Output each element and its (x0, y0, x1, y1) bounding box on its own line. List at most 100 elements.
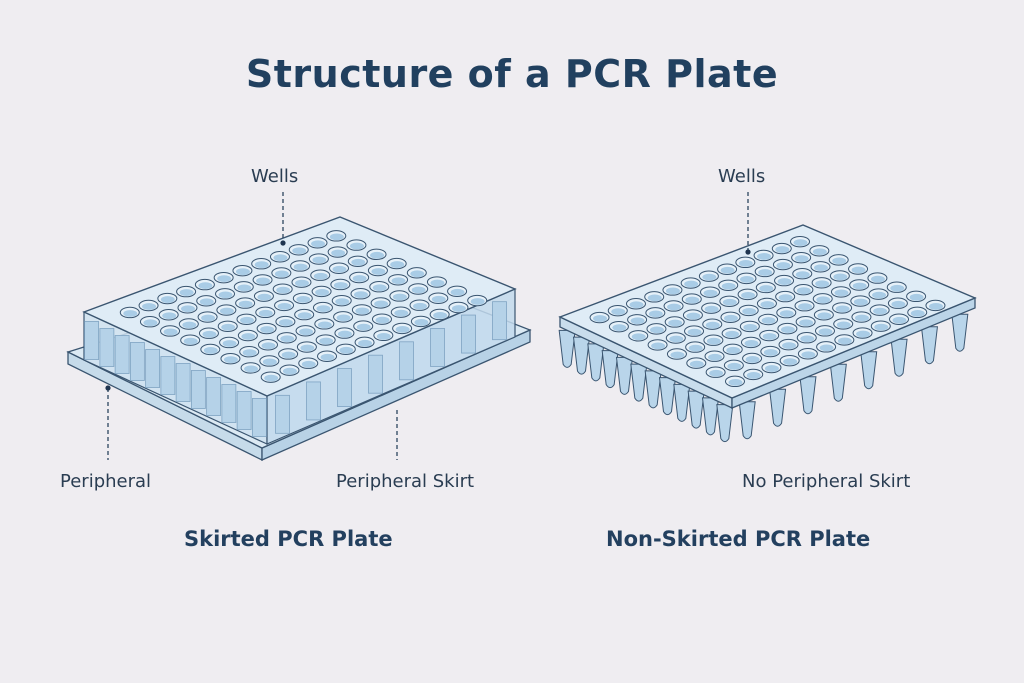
well-interior (333, 282, 348, 289)
skirted-plate-illustration (66, 216, 532, 462)
well-interior (800, 335, 815, 343)
well-interior (282, 367, 297, 375)
well-interior (630, 317, 645, 325)
well-interior (746, 372, 761, 379)
well-interior (686, 312, 701, 320)
well-tube (461, 314, 476, 354)
well-interior (352, 275, 367, 282)
well-interior (688, 344, 703, 352)
well-interior (238, 300, 253, 308)
well-interior (294, 279, 309, 287)
well-interior (223, 356, 238, 364)
wells-leader-dot-right (745, 249, 751, 255)
well-interior (799, 319, 814, 327)
well-interior (336, 314, 351, 322)
well-interior (351, 258, 366, 266)
well-cone (558, 329, 576, 368)
well-interior (258, 309, 273, 317)
well-interior (198, 282, 213, 290)
well-interior (315, 289, 330, 296)
well-interior (778, 294, 793, 301)
well-interior (742, 307, 757, 315)
well-interior (222, 340, 237, 347)
well-interior (818, 328, 833, 336)
well-interior (254, 261, 269, 269)
well-interior (273, 254, 288, 262)
well-cone (658, 377, 677, 416)
well-interior (241, 333, 256, 340)
well-interior (413, 302, 428, 310)
well-interior (726, 346, 741, 354)
well-interior (237, 284, 252, 292)
well-interior (873, 307, 888, 315)
well-interior (203, 347, 218, 354)
well-interior (909, 293, 924, 301)
well-interior (123, 310, 138, 317)
well-cone (738, 401, 756, 440)
well-interior (777, 278, 792, 285)
well-interior (353, 291, 368, 299)
well-tube (251, 398, 267, 437)
well-interior (242, 349, 257, 357)
well-interior (835, 305, 850, 313)
well-interior (235, 268, 250, 276)
well-cone (860, 351, 878, 390)
well-interior (721, 282, 736, 290)
well-interior (394, 309, 409, 317)
wells-leader-dot-left (280, 240, 286, 246)
well-interior (376, 332, 391, 340)
plate-top-face (82, 216, 517, 397)
well-interior (819, 344, 834, 352)
well-interior (292, 247, 307, 255)
well-cone (829, 363, 847, 402)
well-interior (703, 289, 718, 297)
well-interior (358, 339, 373, 347)
well-interior (182, 321, 197, 329)
well-interior (780, 326, 795, 334)
well-interior (870, 275, 885, 283)
well-interior (687, 328, 702, 336)
well-interior (667, 303, 682, 311)
well-interior (317, 321, 332, 329)
well-interior (763, 349, 778, 356)
well-interior (743, 324, 758, 331)
well-interior (411, 286, 426, 294)
well-cone (601, 350, 619, 389)
well-interior (854, 314, 869, 322)
well-interior (262, 358, 277, 366)
well-interior (851, 266, 866, 274)
well-interior (705, 321, 720, 329)
well-interior (320, 353, 335, 361)
well-interior (856, 330, 871, 338)
well-interior (706, 337, 721, 345)
well-interior (852, 282, 867, 290)
well-interior (727, 362, 742, 370)
well-interior (649, 326, 664, 334)
well-interior (335, 298, 350, 306)
well-interior (745, 356, 760, 363)
well-interior (832, 257, 847, 265)
well-interior (371, 268, 386, 275)
well-interior (761, 317, 776, 324)
well-interior (451, 305, 466, 312)
well-cone (701, 397, 720, 436)
well-interior (758, 269, 773, 276)
well-interior (890, 284, 905, 292)
wells-label-non-skirted: Wells (718, 166, 766, 187)
well-interior (183, 337, 198, 345)
well-interior (665, 287, 680, 295)
well-interior (762, 333, 777, 340)
well-interior (392, 293, 407, 301)
well-tube (99, 328, 115, 367)
well-tube (206, 377, 222, 416)
well-tube (337, 368, 352, 407)
well-cone (644, 370, 662, 409)
well-interior (796, 287, 811, 295)
well-tube (399, 341, 414, 381)
well-interior (728, 378, 743, 386)
well-interior (833, 273, 848, 281)
well-interior (395, 325, 410, 333)
well-interior (629, 301, 644, 309)
well-interior (760, 301, 775, 308)
